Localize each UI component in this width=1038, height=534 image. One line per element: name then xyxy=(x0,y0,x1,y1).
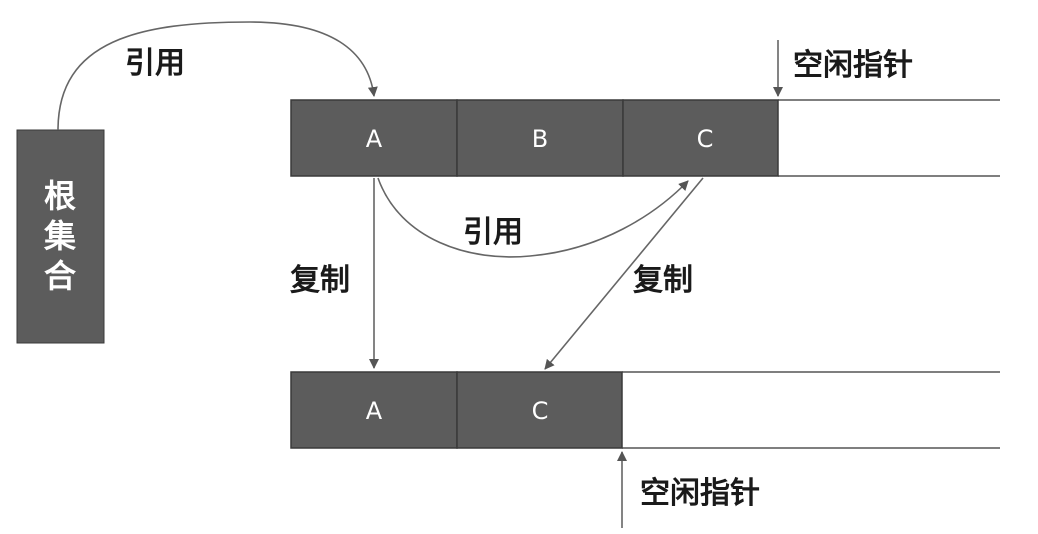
from-space-cell-b: B xyxy=(456,99,624,177)
from-space-cell-b-label: B xyxy=(532,125,548,153)
root-set-label-char: 集 xyxy=(43,217,76,255)
from-space-cell-a-box xyxy=(290,99,458,177)
to-space-cell-c-label: C xyxy=(532,397,549,425)
arrow-copy-a: 复制 xyxy=(290,178,379,369)
to-space-cell-a-label: A xyxy=(366,397,383,425)
arrow-root-to-a-label: 引用 xyxy=(125,46,185,81)
to-space-cell-c-box xyxy=(456,371,623,449)
arrow-a-to-c-label: 引用 xyxy=(463,215,523,250)
arrow-copy-a-label: 复制 xyxy=(290,263,350,298)
to-space-cell-a-box xyxy=(290,371,458,449)
from-space-cell-c-box xyxy=(622,99,779,177)
free-pointer-top-label: 空闲指针 xyxy=(793,48,913,83)
from-space-cell-b-box xyxy=(456,99,624,177)
root-set-box xyxy=(16,129,105,344)
from-space-cell-c: C xyxy=(622,99,779,177)
to-space-cell-c: C xyxy=(456,371,623,449)
to-space-cell-a: A xyxy=(290,371,458,449)
arrow-root-to-a-line xyxy=(57,21,378,131)
from-space-cell-a-label: A xyxy=(366,125,383,153)
root-set-label-char: 根 xyxy=(44,177,76,215)
arrow-root-to-a: 引用 xyxy=(57,21,378,131)
arrow-copy-c-label: 复制 xyxy=(633,263,693,298)
to-space: A C xyxy=(290,371,1000,449)
free-pointer-top: 空闲指针 xyxy=(773,40,913,97)
arrow-a-to-c-line xyxy=(377,177,689,258)
free-pointer-bottom: 空闲指针 xyxy=(617,451,760,528)
root-set-label: 根集合 xyxy=(43,177,76,295)
arrow-copy-c-line xyxy=(544,177,704,370)
free-pointer-bottom-label: 空闲指针 xyxy=(640,476,760,511)
from-space-cell-a: A xyxy=(290,99,458,177)
arrow-a-to-c: 引用 xyxy=(377,177,689,258)
arrow-copy-c: 复制 xyxy=(544,177,704,370)
root-set: 根集合 xyxy=(16,129,105,344)
from-space-cell-c-label: C xyxy=(697,125,714,153)
root-set-label-char: 合 xyxy=(44,257,76,295)
from-space: A B C xyxy=(290,99,1000,177)
